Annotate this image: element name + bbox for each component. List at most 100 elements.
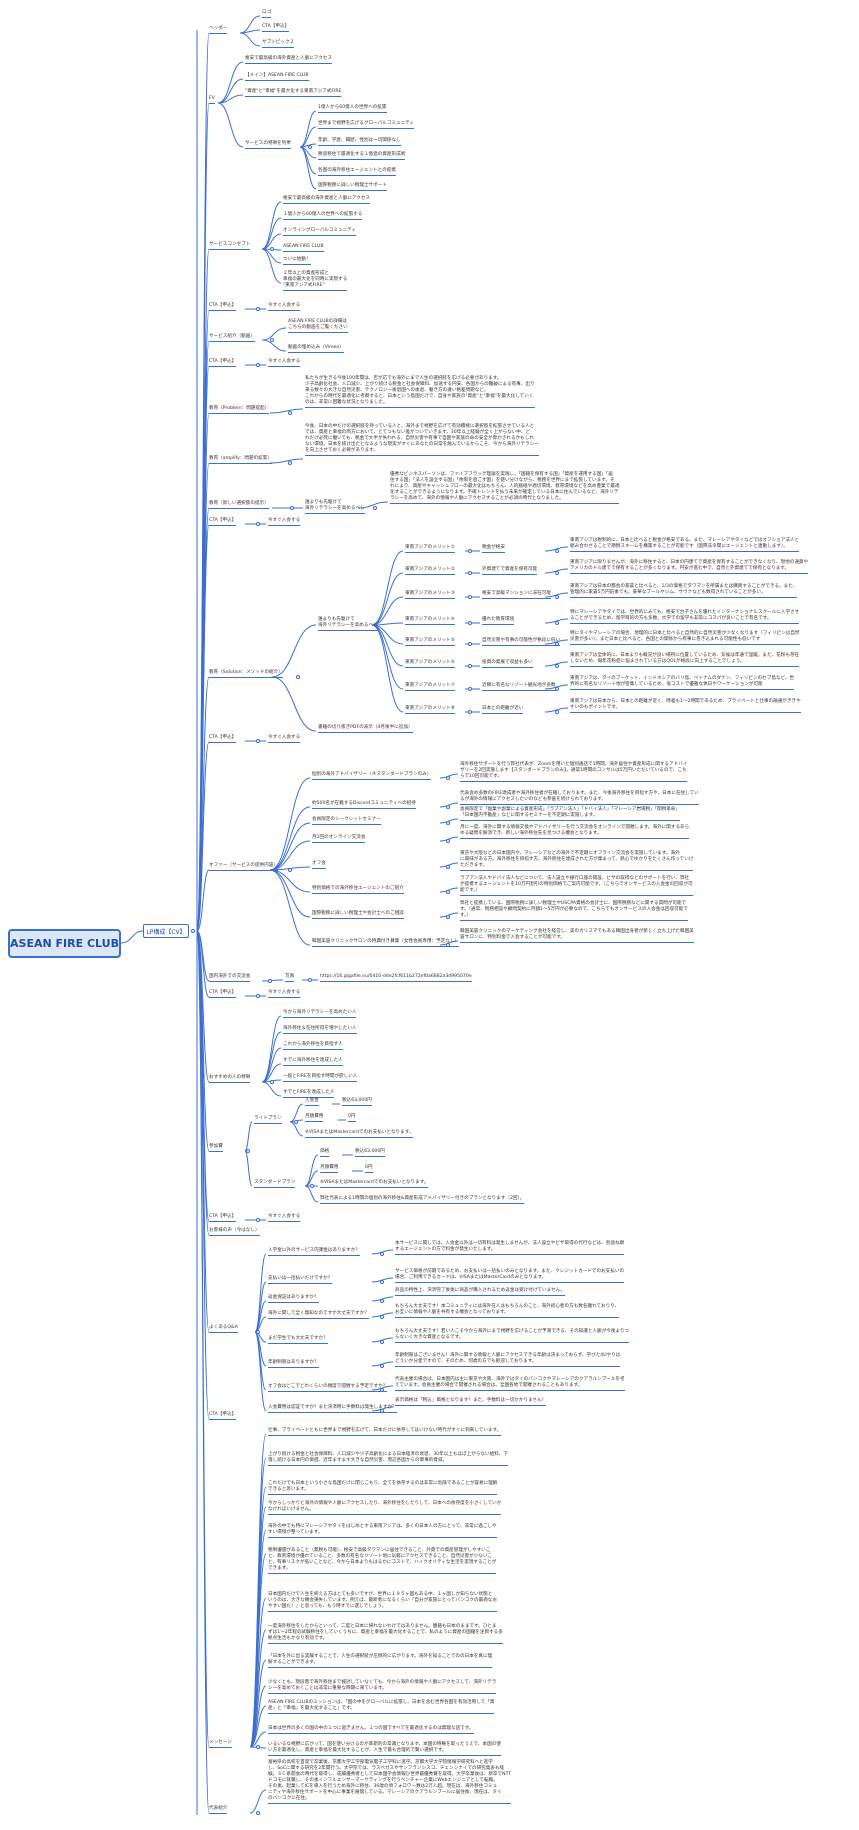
collapse-toggle-icon[interactable]	[270, 1080, 274, 1084]
solution-benefit-key[interactable]: 格安で高級マンションに滞在可能	[482, 591, 551, 599]
faq-answer[interactable]: もちろん大丈夫です！若い人こそ今から海外にまで視野を広げることが予測できる、その…	[395, 1329, 630, 1343]
solution-benefit-name[interactable]: 東南アジアのメリット①	[405, 545, 455, 553]
price-row-label[interactable]: 入会金	[305, 1098, 319, 1106]
collapse-toggle-icon[interactable]	[468, 664, 472, 668]
solution-benefit-key[interactable]: 優れた教育環境	[482, 617, 515, 625]
intro-item[interactable]: ASEAN FIRE CLUBの詳細は こちらの動画をご覧ください	[288, 319, 348, 333]
price-row-label[interactable]: 価格	[320, 1149, 330, 1157]
collapse-toggle-icon[interactable]	[256, 1745, 260, 1749]
offer-item-desc[interactable]: 韓国美容クリニックのマーケティング会社を経営し、美のカリスマでもある韓国出身者が…	[460, 929, 694, 943]
offer-item-name[interactable]: 会員限定のシークレットセミナー	[312, 817, 381, 825]
fv-feature-item[interactable]: 年齢、学歴、職歴、性別は一切関係なし	[318, 138, 401, 146]
target-item[interactable]: すでとFIREを達成した人	[283, 1090, 335, 1098]
collapse-toggle-icon[interactable]	[288, 868, 292, 872]
section-cta[interactable]: CTA【申込】	[209, 1214, 237, 1222]
solution-benefit-name[interactable]: 東南アジアのメリット⑤	[405, 638, 455, 646]
fv-main[interactable]: 【メイン】ASEAN FIRE CLUB	[245, 73, 309, 81]
section-faq[interactable]: よくあるQ&A	[209, 1325, 238, 1333]
section-message[interactable]: メッセージ	[209, 1740, 232, 1748]
section-amplify[interactable]: 教育（amplify：問題の拡張）	[209, 456, 272, 464]
offer-item-desc[interactable]: 海外移住サポートを行う弊社代表が、Zoomを用いた個別通話で1時間、海外居住や資…	[460, 762, 688, 782]
section-photos[interactable]: 国内海外での交流会	[209, 974, 251, 982]
solution-benefit-key[interactable]: 日本との距離が近い	[482, 706, 524, 714]
solution-benefit-key[interactable]: 税金が格安	[482, 545, 505, 553]
cta-text[interactable]: 今すぐ入会する	[268, 735, 301, 743]
collapse-toggle-icon[interactable]	[294, 1120, 298, 1124]
collapse-toggle-icon[interactable]	[310, 1184, 314, 1188]
price-note[interactable]: ※VISAまたはMastercardでのお支払いとなります。	[320, 1180, 429, 1188]
message-paragraph[interactable]: 少なくとも、現段階で海外移住まで検討していなくても、今から海外の情報や人脈にアク…	[268, 1680, 497, 1694]
offer-item-name[interactable]: 特別価格での海外移住エージェントのご紹介	[312, 886, 404, 894]
fv-sub[interactable]: "資産"と"幸福"を最大化する東南アジア式FIRE	[245, 89, 342, 97]
collapse-toggle-icon[interactable]	[468, 687, 472, 691]
collapse-toggle-icon[interactable]	[468, 595, 472, 599]
collapse-toggle-icon[interactable]	[555, 687, 559, 691]
section-cta[interactable]: CTA【申込】	[209, 990, 237, 998]
section-cta[interactable]: CTA【申込】	[209, 735, 237, 743]
collapse-toggle-icon[interactable]	[288, 461, 292, 465]
solution-benefit-desc[interactable]: 東南アジアは全体的に、日本よりも概況が良い場所に位置しているため、気候は年通で温…	[570, 653, 800, 667]
concept-item[interactable]: ASEAN FIRE CLUB	[283, 244, 324, 252]
cta-text[interactable]: 今すぐ入会する	[268, 518, 301, 526]
branch-toggle-icon[interactable]	[191, 929, 195, 933]
section-cta[interactable]: CTA【申込】	[209, 303, 237, 311]
solution-benefit-desc[interactable]: 特にマレーシアやタイでは、世界的にみても、格安で台子さんを優れたインターナショナ…	[570, 610, 800, 624]
collapse-toggle-icon[interactable]	[446, 890, 450, 894]
collapse-toggle-icon[interactable]	[380, 1364, 384, 1368]
message-paragraph[interactable]: ASEAN FIRE CLUBのミッションは、「国の中をグローバルに拡張し、日本…	[268, 1700, 495, 1714]
faq-question[interactable]: 返金保証はありますか？	[268, 1295, 319, 1303]
collapse-toggle-icon[interactable]	[446, 805, 450, 809]
solution-benefit-desc[interactable]: 特にタイやマレーシアの場合、地理的に日本と比べると自然的に自然災害が少なくなりま…	[570, 631, 800, 645]
section-concept[interactable]: サービスコンセプト	[209, 242, 251, 250]
collapse-toggle-icon[interactable]	[380, 1388, 384, 1392]
new-choice-sub[interactable]: 誰よりも先駆けて 海外リテラシーを高めるべし	[305, 500, 365, 514]
section-header[interactable]: ヘッダー	[209, 26, 228, 34]
solution-benefit-name[interactable]: 東南アジアのメリット⑦	[405, 683, 455, 691]
collapse-toggle-icon[interactable]	[446, 776, 450, 780]
faq-question[interactable]: 入学金以外のサービス内課金はありますか？	[268, 1248, 360, 1256]
price-extra[interactable]: 弊社代表による1時間の個別の海外移住&資産形成アドバイザリー付きのプランとなりま…	[320, 1196, 525, 1204]
solution-benefit-desc[interactable]: 東南アジアは日本の都会の家賃と比べると、1/3の価格でタワマンを所属または購買す…	[570, 584, 798, 598]
collapse-toggle-icon[interactable]	[555, 664, 559, 668]
collapse-toggle-icon[interactable]	[256, 1218, 260, 1222]
section-cta-message[interactable]: CTA【申込】	[209, 1412, 237, 1420]
collapse-toggle-icon[interactable]	[380, 1299, 384, 1303]
cta-text[interactable]: 今すぐ入会する	[268, 990, 301, 998]
price-note[interactable]: ※VISAまたはMastercardでのお支払いとなります。	[305, 1130, 414, 1138]
plan-standard[interactable]: スタンダードプラン	[254, 1180, 296, 1188]
collapse-toggle-icon[interactable]	[296, 675, 300, 679]
cta-text[interactable]: 今すぐ入会する	[268, 1214, 301, 1222]
offer-item-name[interactable]: 約500名が在籍するDiscordコミュニティへの招待	[312, 801, 416, 809]
faq-answer[interactable]: 代表主催の場合は、日本国内は主に東京や大阪、海外ではタイのバンコクやマレーシアの…	[395, 1377, 625, 1391]
solution-benefit-name[interactable]: 東南アジアのメリット②	[405, 567, 455, 575]
solution-benefit-key[interactable]: 自然災害や有事の可能性が格段に低い	[482, 638, 561, 646]
solution-benefit-desc[interactable]: 東南アジアに限りませんが、海外に移住すると、日本の円建てで資産を保有することがで…	[570, 560, 809, 574]
section-new-choice[interactable]: 教育（新しい選択肢の提示）	[209, 501, 269, 509]
message-paragraph[interactable]: 仕事、プライベートともに世界まで視野を広げて、日本だけに依存してはいけない時代が…	[268, 1428, 502, 1436]
collapse-toggle-icon[interactable]	[380, 1340, 384, 1344]
message-paragraph[interactable]: 日本は世界の多くの国の中の１つに過ぎません。１つの国ですべてを最適化するのは無理…	[268, 1726, 474, 1734]
section-problem[interactable]: 教育（Problem：問題提起）	[209, 406, 270, 414]
header-item[interactable]: ロゴ	[262, 10, 272, 18]
collapse-toggle-icon[interactable]	[446, 821, 450, 825]
concept-item[interactable]: 格安で最高級の海外資産と人脈にアクセス	[283, 196, 371, 204]
collapse-toggle-icon[interactable]	[256, 739, 260, 743]
message-paragraph[interactable]: 今からしっかりと海外の情報や人脈にアクセスしたり、海外移住をしたりして、日本への…	[268, 1501, 502, 1515]
collapse-toggle-icon[interactable]	[446, 915, 450, 919]
collapse-toggle-icon[interactable]	[468, 621, 472, 625]
message-paragraph[interactable]: 日本国内だけで人生を終える方はとても多いですが、世界に１９５ヶ国もある中、１ヶ国…	[268, 1592, 497, 1612]
photo-url[interactable]: https://16.gigafile.nu/0410-dde2fcf611b2…	[320, 974, 472, 982]
section-intro[interactable]: サービス紹介（動画）	[209, 334, 255, 342]
concept-item[interactable]: １億人から60億人の世界への拡張する	[283, 212, 363, 220]
offer-item-desc[interactable]: 代表含め多数のFIRE達成者や海外移住者が在籍しております。また、今後海外移住を…	[460, 791, 699, 805]
collapse-toggle-icon[interactable]	[468, 571, 472, 575]
solution-sub[interactable]: 誰よりも先駆けて 海外リテラシーを高めるべし	[318, 617, 378, 631]
header-item[interactable]: CTA【申込】	[262, 24, 290, 32]
collapse-toggle-icon[interactable]	[380, 1409, 384, 1413]
faq-question[interactable]: 入会費用は認証ですか？また決済時に手数料は発生しますか？	[268, 1405, 397, 1413]
solution-benefit-name[interactable]: 東南アジアのメリット⑥	[405, 660, 455, 668]
faq-answer[interactable]: 年齢制限はございません！海外に関する情報と人脈にアクセスできる年齢は決まっておら…	[395, 1353, 621, 1367]
collapse-toggle-icon[interactable]	[308, 978, 312, 982]
faq-answer[interactable]: 表示価格は「税込」価格となります！また、手数料は一切かかりません！	[395, 1398, 547, 1406]
voices-label[interactable]: お客様の声（今はなし）	[209, 1228, 260, 1236]
